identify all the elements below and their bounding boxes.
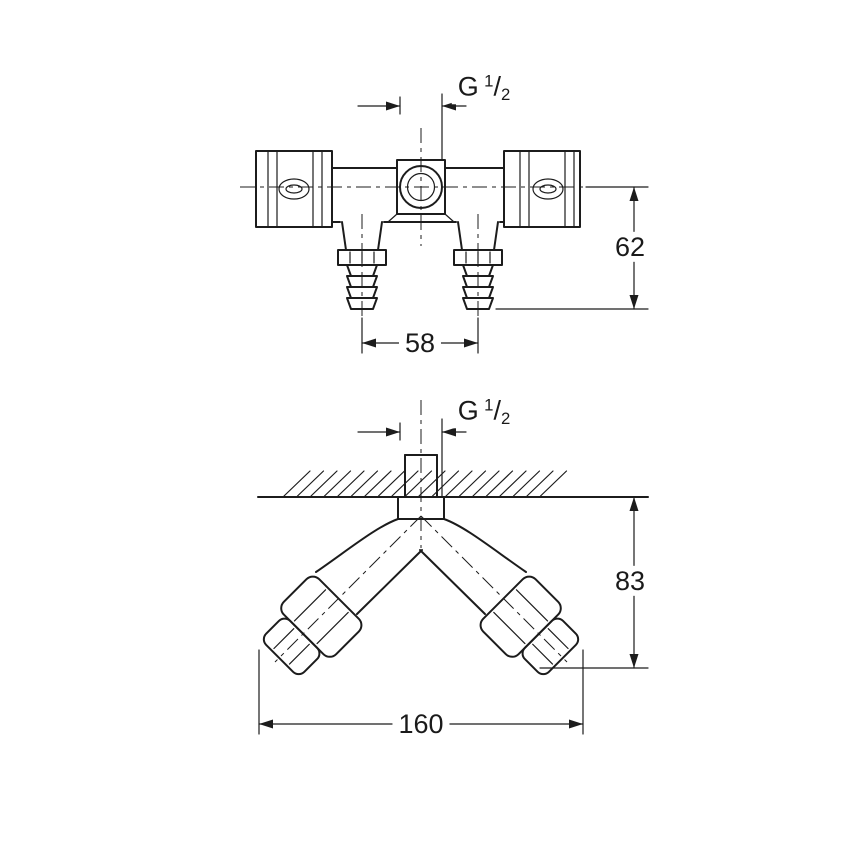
right-outlet xyxy=(453,221,503,310)
thread-slash: / xyxy=(493,71,501,102)
brand-logo-oval xyxy=(278,178,310,200)
brand-logo-mark xyxy=(285,184,303,194)
wall xyxy=(257,470,649,498)
valve-body xyxy=(331,167,505,223)
dimension-label-58: 58 xyxy=(398,327,442,359)
thread-numerator: 1 xyxy=(484,395,494,415)
dimension-label-83: 83 xyxy=(608,565,652,597)
brand-logo-mark xyxy=(539,184,557,194)
right-valve-cap xyxy=(503,150,581,228)
right-connector xyxy=(479,575,580,676)
wall-hatch xyxy=(283,470,568,497)
dimension-thread-front xyxy=(357,93,467,161)
valve-body-side xyxy=(315,518,527,615)
thread-prefix: G xyxy=(457,71,479,102)
inlet-stub xyxy=(397,454,445,520)
front-view xyxy=(240,93,649,354)
dimension-label-62: 62 xyxy=(608,231,652,263)
left-outlet xyxy=(337,221,387,310)
thread-numerator: 1 xyxy=(484,71,494,91)
brand-logo-oval xyxy=(532,178,564,200)
thread-slash: / xyxy=(493,395,501,426)
dimension-83 xyxy=(539,496,649,669)
dimension-thread-side xyxy=(357,418,467,497)
left-valve-cap xyxy=(255,150,333,228)
thread-label-front: G 1/2 xyxy=(451,71,517,105)
thread-prefix: G xyxy=(457,395,479,426)
thread-label-side: G 1/2 xyxy=(451,395,517,429)
center-thread-boss xyxy=(396,159,446,215)
left-arm-centerline xyxy=(274,515,422,663)
thread-denominator: 2 xyxy=(500,85,511,105)
right-arm-centerline xyxy=(420,515,568,663)
left-connector xyxy=(262,575,363,676)
thread-denominator: 2 xyxy=(500,409,511,429)
side-view xyxy=(257,400,649,735)
dimension-label-160: 160 xyxy=(392,708,450,740)
